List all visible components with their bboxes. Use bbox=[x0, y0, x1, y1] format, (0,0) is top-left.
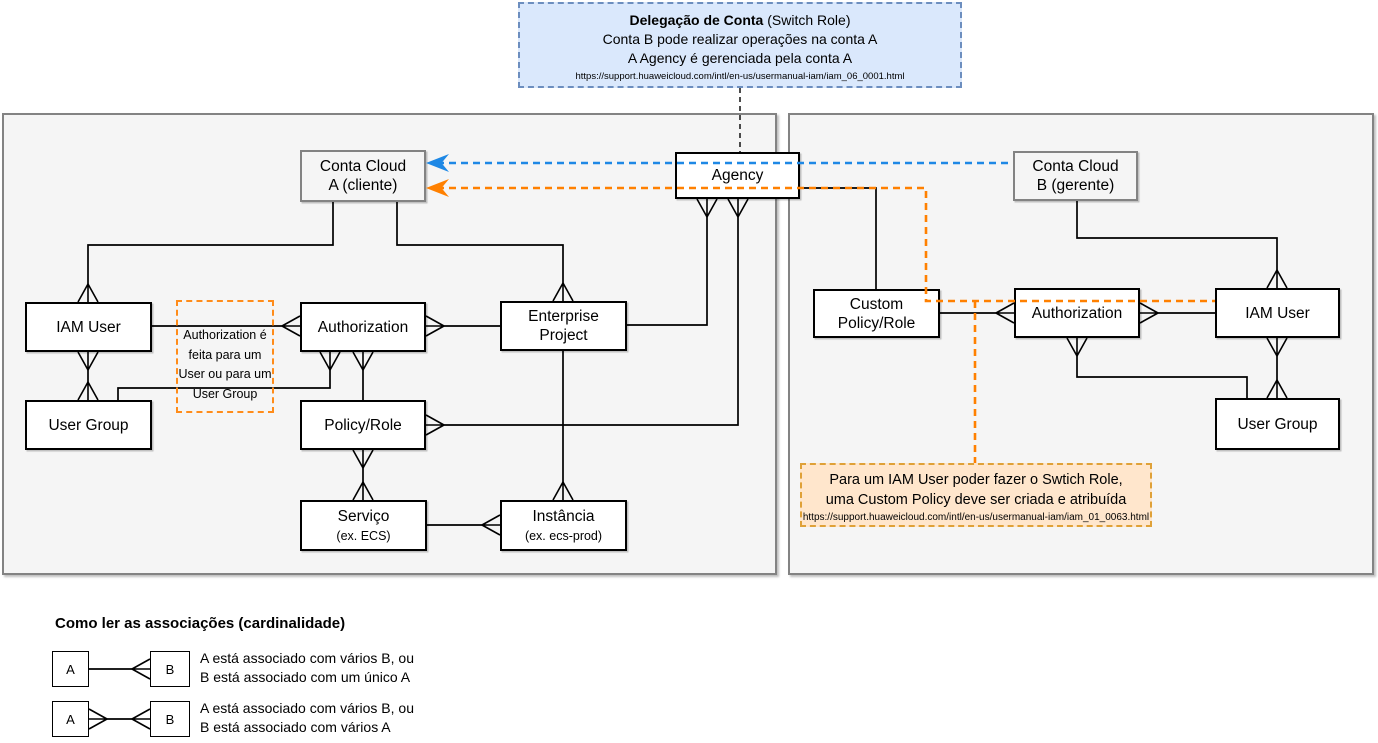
entity-label: Conta Cloud bbox=[319, 158, 407, 175]
legend-box-a-row2: A bbox=[52, 701, 89, 737]
legend-row2-crowfoot-b bbox=[131, 708, 151, 730]
entity-policy-role: Policy/Role bbox=[300, 400, 426, 450]
entity-label: Policy/Role bbox=[324, 416, 402, 434]
legend-line: B está associado com vários A bbox=[200, 719, 391, 735]
entity-sublabel: (ex. ECS) bbox=[336, 529, 391, 543]
entity-label: User Group bbox=[48, 416, 129, 434]
legend-box-label: A bbox=[66, 711, 75, 727]
entity-label: Serviço bbox=[337, 508, 390, 525]
note-line: A Agency é gerenciada pela conta A bbox=[627, 50, 853, 66]
note-title: Delegação de Conta (Switch Role) bbox=[520, 11, 960, 30]
entity-instancia: Instância (ex. ecs-prod) bbox=[500, 500, 627, 551]
note-switch-role-policy: Para um IAM User poder fazer o Swtich Ro… bbox=[800, 463, 1152, 527]
entity-authorization-a: Authorization bbox=[300, 302, 426, 352]
entity-label: Agency bbox=[711, 167, 764, 184]
entity-sublabel: (ex. ecs-prod) bbox=[524, 529, 603, 543]
legend-row2-description: A está associado com vários B, ou B está… bbox=[200, 699, 414, 737]
legend-box-b-row1: B bbox=[150, 651, 190, 687]
legend-row1-description: A está associado com vários B, ou B está… bbox=[200, 649, 414, 687]
legend-box-a-row1: A bbox=[52, 651, 89, 687]
legend-box-b-row2: B bbox=[150, 701, 190, 737]
note-line: Authorization é bbox=[183, 328, 267, 342]
entity-label: Enterprise bbox=[528, 308, 599, 325]
note-title-rest: (Switch Role) bbox=[763, 12, 851, 28]
entity-label: Policy/Role bbox=[837, 314, 916, 332]
entity-conta-cloud-a: Conta Cloud A (cliente) bbox=[300, 150, 426, 202]
entity-label: Project bbox=[539, 327, 588, 344]
note-url: https://support.huaweicloud.com/intl/en-… bbox=[575, 71, 905, 82]
note-authorization-target: Authorization é feita para um User ou pa… bbox=[176, 300, 274, 413]
note-line: Para um IAM User poder fazer o Swtich Ro… bbox=[829, 472, 1123, 488]
entity-conta-cloud-b: Conta Cloud B (gerente) bbox=[1013, 151, 1138, 201]
entity-label: Authorization bbox=[317, 318, 409, 336]
entity-enterprise-project: Enterprise Project bbox=[500, 301, 627, 351]
entity-label: A (cliente) bbox=[328, 177, 398, 194]
entity-label: Conta Cloud bbox=[1032, 158, 1119, 175]
legend-line: A está associado com vários B, ou bbox=[200, 650, 414, 666]
entity-label: IAM User bbox=[56, 318, 121, 336]
note-line: User ou para um bbox=[178, 367, 272, 381]
entity-custom-policy-role: Custom Policy/Role bbox=[813, 289, 940, 338]
note-title-bold: Delegação de Conta bbox=[629, 12, 764, 28]
legend-row2-crowfoot-a bbox=[88, 708, 108, 730]
legend-line: A está associado com vários B, ou bbox=[200, 700, 414, 716]
legend-box-label: A bbox=[66, 661, 75, 677]
legend-box-label: B bbox=[165, 711, 175, 727]
entity-user-group-a: User Group bbox=[25, 400, 152, 450]
legend-line: B está associado com um único A bbox=[200, 669, 411, 685]
entity-label: B (gerente) bbox=[1036, 177, 1115, 194]
entity-user-group-b: User Group bbox=[1215, 398, 1340, 450]
legend-row1-crowfoot-b bbox=[131, 658, 151, 680]
entity-label: IAM User bbox=[1245, 304, 1310, 322]
legend-title: Como ler as associações (cardinalidade) bbox=[55, 615, 346, 632]
note-line: User Group bbox=[192, 386, 258, 401]
entity-label: Instância bbox=[532, 508, 595, 525]
entity-iam-user-b: IAM User bbox=[1215, 288, 1340, 338]
entity-label: Authorization bbox=[1031, 304, 1123, 322]
note-url: https://support.huaweicloud.com/intl/en-… bbox=[802, 512, 1150, 523]
note-line: Conta B pode realizar operações na conta… bbox=[602, 31, 878, 47]
note-line: uma Custom Policy deve ser criada e atri… bbox=[825, 492, 1127, 508]
legend-box-label: B bbox=[165, 661, 175, 677]
note-line: feita para um bbox=[188, 347, 262, 362]
entity-label: Custom bbox=[849, 295, 904, 313]
note-delegacao-de-conta: Delegação de Conta (Switch Role) Conta B… bbox=[518, 2, 962, 88]
entity-agency: Agency bbox=[675, 152, 800, 199]
entity-authorization-b: Authorization bbox=[1014, 288, 1140, 338]
entity-iam-user-a: IAM User bbox=[25, 302, 152, 352]
entity-servico: Serviço (ex. ECS) bbox=[300, 500, 427, 551]
entity-label: User Group bbox=[1237, 415, 1318, 433]
